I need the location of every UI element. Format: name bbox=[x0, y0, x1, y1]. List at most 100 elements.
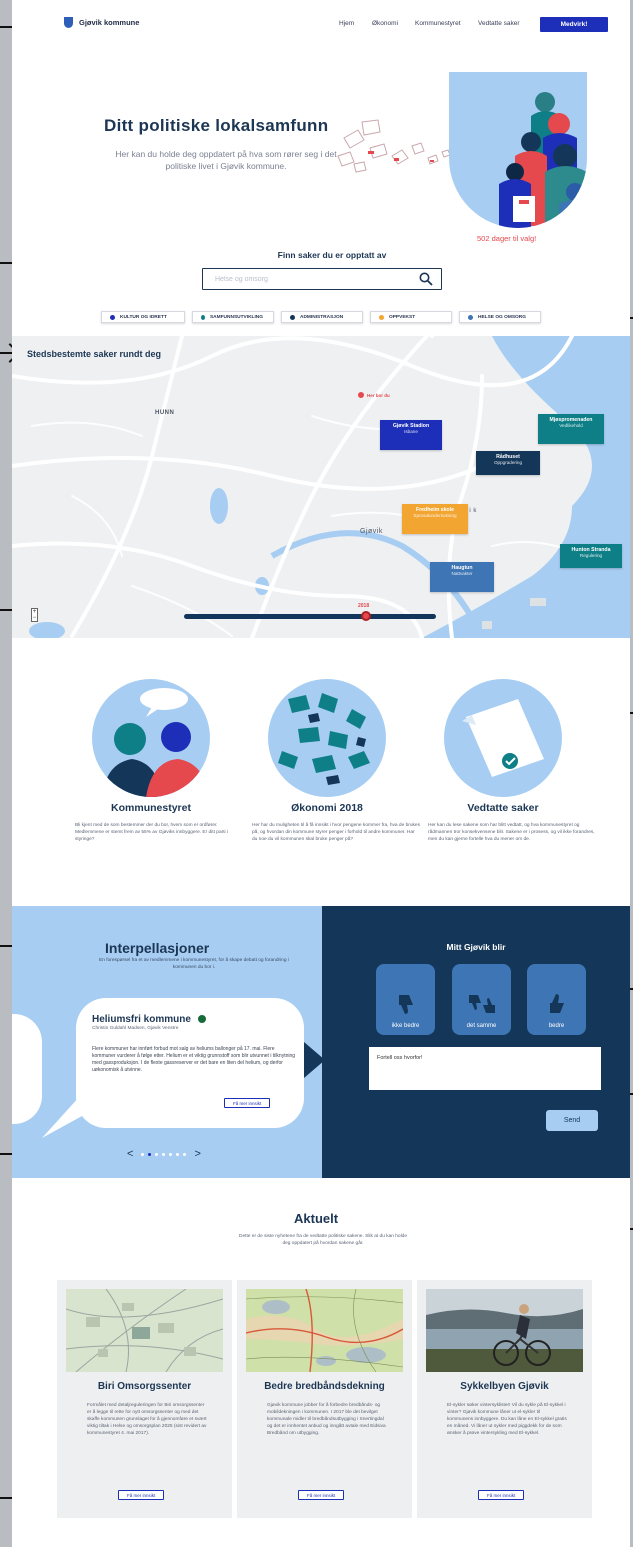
map[interactable]: Stedsbestemte saker rundt deg HUNN Gjøvi… bbox=[12, 336, 630, 638]
thumbs-up-icon bbox=[549, 994, 564, 1013]
speech-tail-shape bbox=[297, 1036, 325, 1084]
interpellation-more-button[interactable]: Få mer innsikt bbox=[224, 1098, 271, 1108]
carousel-dot[interactable] bbox=[169, 1152, 173, 1156]
aktuelt-title: Aktuelt bbox=[294, 1211, 339, 1226]
kommunestyret-illustration[interactable] bbox=[92, 679, 210, 797]
annotation-arrow bbox=[0, 352, 17, 354]
category-dot-icon bbox=[290, 314, 295, 320]
zoom-in-button[interactable]: + bbox=[32, 609, 37, 615]
news-card-biri: Biri Omsorgssenter Formålet med detaljre… bbox=[57, 1280, 232, 1518]
news-more-button-bredband[interactable]: Få mer innsikt bbox=[298, 1490, 345, 1500]
regulation-map-image bbox=[66, 1289, 223, 1372]
news-body-bredband: Gjøvik kommune jobber for å forbedre bre… bbox=[267, 1403, 386, 1436]
news-title-bredband[interactable]: Bedre bredbåndsdekning bbox=[264, 1381, 385, 1392]
news-card-sykkel: Sykkelbyen Gjøvik El-sykler søker vinter… bbox=[417, 1280, 592, 1518]
year-slider-track[interactable] bbox=[184, 614, 436, 619]
vote-det-samme-button[interactable]: det samme bbox=[452, 964, 511, 1035]
news-card-bredband: Bedre bredbåndsdekning Gjøvik kommune jo… bbox=[237, 1280, 412, 1518]
money-notes-icon bbox=[268, 679, 386, 797]
feature-desc-vedtatte-saker: Her kan du lese sakene som har blitt ved… bbox=[428, 823, 595, 842]
category-dot-icon bbox=[201, 314, 205, 320]
place-label-gjovik: Gjøvik bbox=[360, 528, 383, 535]
search-title: Finn saker du er opptatt av bbox=[277, 250, 387, 260]
carousel-dot[interactable] bbox=[162, 1152, 166, 1156]
page: Gjøvik kommune Hjem Økonomi Kommunestyre… bbox=[12, 0, 630, 1547]
aktuelt-subtitle: Dette er de siste nyhetene fra de vedtat… bbox=[239, 1234, 407, 1246]
feature-title-okonomi[interactable]: Økonomi 2018 bbox=[291, 802, 363, 814]
flying-papers-illustration bbox=[337, 119, 451, 173]
discussion-people-icon bbox=[92, 679, 210, 797]
mitt-gjovik-section bbox=[322, 906, 630, 1178]
news-title-sykkel[interactable]: Sykkelbyen Gjøvik bbox=[460, 1381, 549, 1392]
carousel-dot[interactable] bbox=[155, 1152, 159, 1156]
okonomi-illustration[interactable] bbox=[268, 679, 386, 797]
feedback-textarea[interactable]: Fortell oss hvorfor! bbox=[369, 1047, 601, 1090]
interpellasjoner-subtitle: En forespørsel fra et av medlemmene i ko… bbox=[99, 958, 289, 970]
nav-okonomi[interactable]: Økonomi bbox=[372, 20, 399, 27]
feature-title-kommunestyret[interactable]: Kommunestyret bbox=[111, 802, 191, 814]
news-more-button-sykkel[interactable]: Få mer innsikt bbox=[478, 1490, 525, 1500]
logo[interactable]: Gjøvik kommune bbox=[64, 17, 139, 28]
carousel-dot[interactable] bbox=[141, 1152, 145, 1156]
election-countdown: 502 dager til valg! bbox=[477, 234, 537, 243]
send-button[interactable]: Send bbox=[546, 1110, 598, 1131]
nav-kommunestyret[interactable]: Kommunestyret bbox=[415, 20, 461, 27]
place-label-hunn: HUNN bbox=[155, 410, 175, 416]
feature-title-vedtatte-saker[interactable]: Vedtatte saker bbox=[467, 802, 539, 814]
category-dot-icon bbox=[379, 314, 384, 320]
category-dot-icon bbox=[110, 314, 115, 320]
news-body-biri: Formålet med detaljreguleringen for Biri… bbox=[87, 1403, 207, 1436]
category-filters: KULTUR OG IDRETT SAMFUNNSUTVIKLING ADMIN… bbox=[101, 311, 541, 323]
carousel-next-icon[interactable]: > bbox=[194, 1148, 201, 1160]
carousel-dot[interactable] bbox=[183, 1152, 187, 1156]
carousel-dot[interactable] bbox=[176, 1152, 180, 1156]
carousel-dots bbox=[141, 1152, 187, 1156]
medvirk-button[interactable]: Medvirk! bbox=[540, 17, 608, 32]
party-logo-icon bbox=[197, 1015, 206, 1024]
carousel-dot-active[interactable] bbox=[148, 1152, 152, 1156]
news-title-biri[interactable]: Biri Omsorgssenter bbox=[97, 1381, 192, 1392]
map-zoom-control[interactable]: +− bbox=[31, 608, 38, 622]
location-pin-icon bbox=[358, 392, 364, 398]
news-image-bredband-map[interactable] bbox=[246, 1289, 403, 1372]
category-administrasjon[interactable]: ADMINISTRASJON bbox=[281, 311, 363, 323]
home-marker[interactable]: Her bor du bbox=[358, 392, 390, 398]
interpellation-title: Heliumsfri kommune bbox=[92, 1014, 206, 1025]
coat-of-arms-icon bbox=[64, 17, 73, 28]
cyclist-photo-image bbox=[426, 1289, 583, 1372]
search-icon[interactable] bbox=[419, 272, 433, 286]
map-background bbox=[12, 336, 630, 638]
previous-interpellation-card[interactable] bbox=[12, 1014, 42, 1124]
news-more-button-biri[interactable]: Få mer innsikt bbox=[118, 1490, 165, 1500]
category-dot-icon bbox=[468, 314, 473, 320]
zoom-out-button[interactable]: − bbox=[32, 615, 37, 621]
year-slider-handle[interactable] bbox=[361, 611, 371, 621]
carousel-prev-icon[interactable]: < bbox=[127, 1148, 134, 1160]
vedtatte-saker-illustration[interactable] bbox=[444, 679, 562, 797]
carousel-controls: < > bbox=[127, 1148, 201, 1160]
news-image-biri-map[interactable] bbox=[66, 1289, 223, 1372]
category-oppvekst[interactable]: OPPVEKST bbox=[370, 311, 452, 323]
vote-bedre-button[interactable]: bedre bbox=[527, 964, 586, 1035]
nav-hjem[interactable]: Hjem bbox=[339, 20, 355, 27]
category-kultur-og-idrett[interactable]: KULTUR OG IDRETT bbox=[101, 311, 185, 323]
category-helse-og-omsorg[interactable]: HELSE OG OMSORG bbox=[459, 311, 541, 323]
interpellation-body: Flere kommuner har innført forbud mot sa… bbox=[92, 1046, 296, 1073]
approved-document-icon bbox=[444, 679, 562, 797]
feature-desc-okonomi: Her har du muligheten til å få innsikt i… bbox=[252, 823, 420, 842]
broadband-map-image bbox=[246, 1289, 403, 1372]
nav-vedtatte-saker[interactable]: Vedtatte saker bbox=[478, 20, 520, 27]
news-image-cyclist-photo[interactable] bbox=[426, 1289, 583, 1372]
category-samfunnsutvikling[interactable]: SAMFUNNSUTVIKLING bbox=[192, 311, 274, 323]
hero-title: Ditt politiske lokalsamfunn bbox=[104, 116, 329, 135]
speech-tail-shape bbox=[42, 1096, 82, 1138]
mitt-gjovik-title: Mitt Gjøvik blir bbox=[446, 942, 506, 952]
search-input[interactable] bbox=[215, 275, 395, 283]
vote-ikke-bedre-button[interactable]: ikke bedre bbox=[376, 964, 435, 1035]
